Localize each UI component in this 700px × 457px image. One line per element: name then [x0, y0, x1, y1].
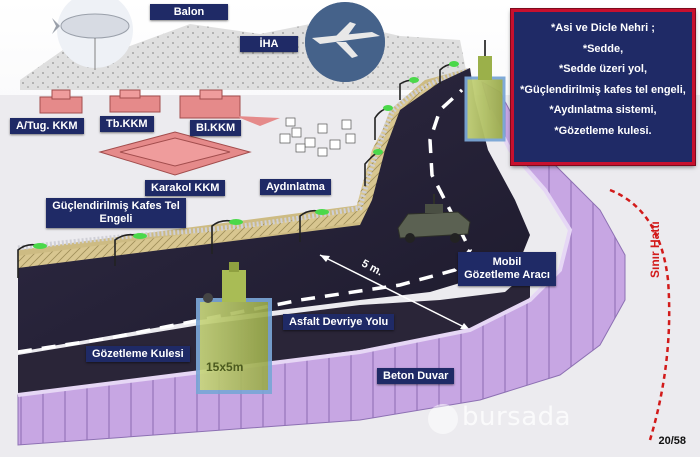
tb-kkm-label: Tb.KKM [100, 116, 154, 132]
border-line [609, 188, 671, 441]
info-item: *Aydınlatma sistemi, [549, 104, 657, 116]
uav-icon [305, 2, 385, 82]
page-number: 20/58 [658, 435, 686, 447]
upper-watchtower [464, 40, 506, 142]
tower-size-label: 15x5m [206, 360, 244, 374]
fence-line [18, 72, 470, 270]
border-line-label: Sınır Hattı [648, 221, 662, 278]
armored-vehicle-icon [397, 194, 471, 243]
bl-kkm-label: Bl.KKM [190, 120, 242, 136]
balloon-label: Balon [150, 4, 228, 20]
info-box: *Asi ve Dicle Nehri ; *Sedde, *Sedde üze… [511, 9, 695, 165]
watermark-logo-icon [428, 404, 458, 434]
info-item: *Asi ve Dicle Nehri ; [551, 22, 655, 34]
lighting-label: Aydınlatma [260, 179, 331, 195]
info-item: *Sedde, [582, 42, 624, 55]
balloon-icon [52, 0, 133, 70]
watchtower-label: Gözetleme Kulesi [86, 346, 190, 362]
cage-wire-fence-label: Güçlendirilmiş Kafes Tel Engeli [46, 198, 186, 228]
concrete-wall-label: Beton Duvar [377, 368, 455, 384]
a-tug-kkm-label: A/Tug. KKM [10, 118, 84, 134]
lower-watchtower [196, 262, 272, 394]
asphalt-patrol-road-label: Asfalt Devriye Yolu [283, 314, 395, 330]
patrol-road [18, 68, 530, 352]
info-item: *Sedde üzeri yol, [558, 63, 648, 75]
distance-arrow [319, 254, 471, 331]
info-item: *Gözetleme kulesi. [554, 124, 652, 137]
lamp-lights [33, 61, 459, 249]
town-buildings [279, 117, 356, 157]
karakol-kkm-label: Karakol KKM [145, 180, 226, 196]
info-item: *Güçlendirilmiş kafes tel engeli, [520, 83, 686, 96]
watermark: bursada [462, 402, 572, 432]
mobile-surveillance-vehicle-label: Mobil Gözetleme Aracı [458, 252, 556, 286]
command-buildings [39, 89, 280, 176]
uav-label: İHA [240, 36, 298, 52]
